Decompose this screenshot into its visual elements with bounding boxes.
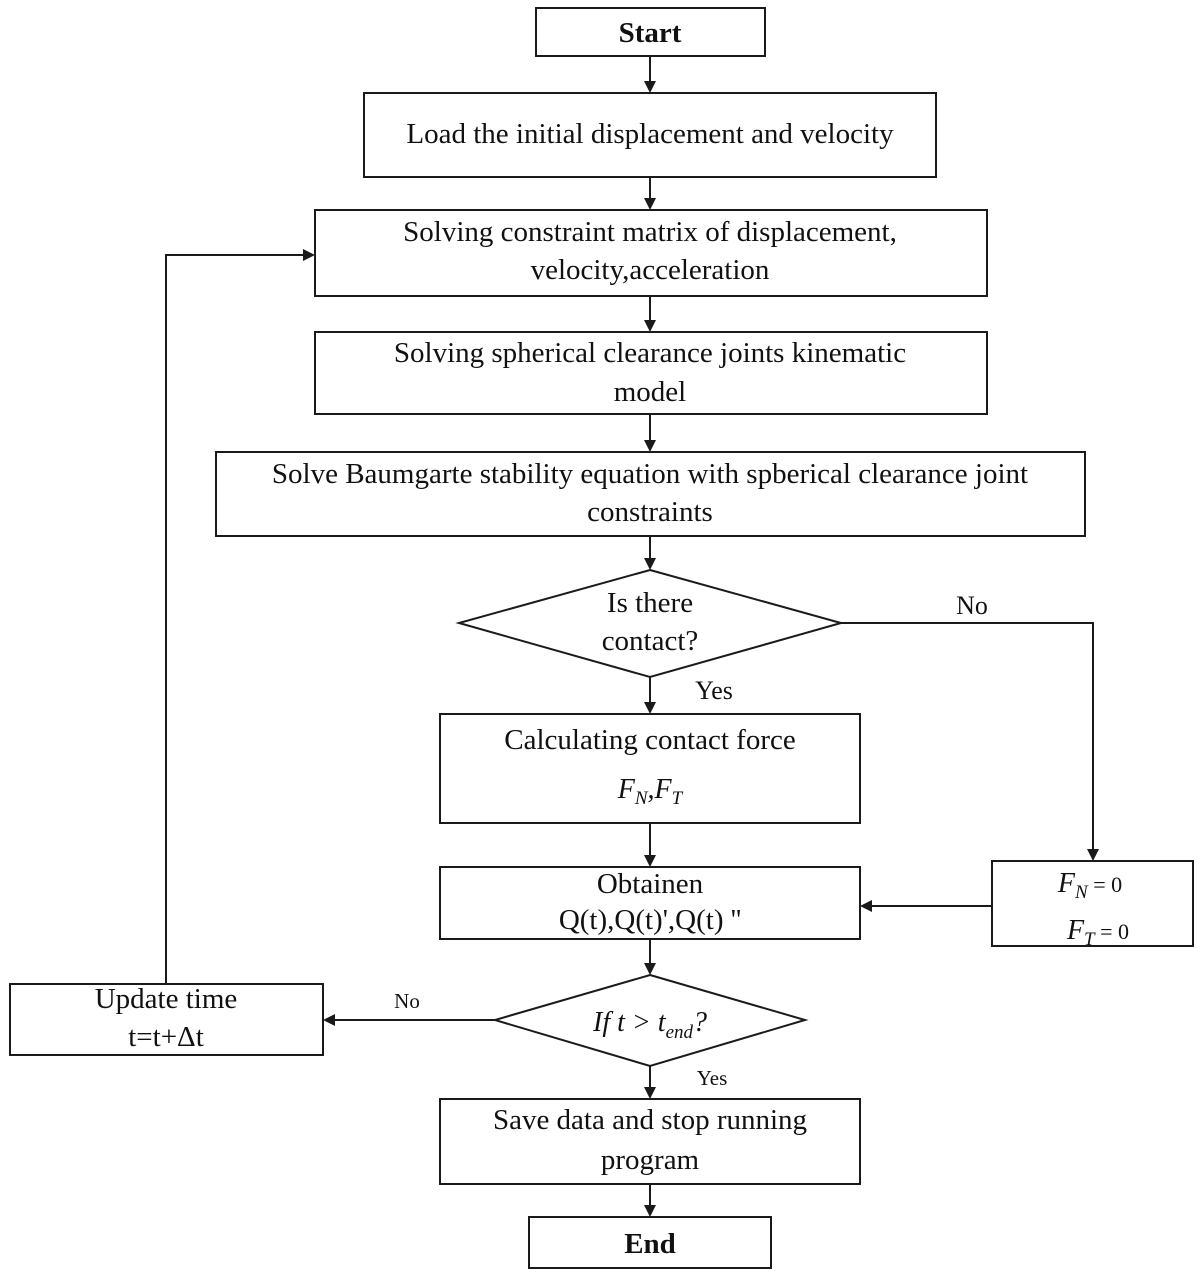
calc-force-formula: FN,FT [617,774,684,809]
solve-kinematic-line1: Solving spherical clearance joints kinem… [394,337,906,369]
contact-decision-line1: Is there [607,587,693,619]
time-decision: If t > tend? [491,973,809,1068]
zero-force-node: FN = 0 FT = 0 [991,860,1194,950]
save-node: Save data and stop running program [439,1098,861,1185]
solve-constraint-line1: Solving constraint matrix of displacemen… [403,216,897,248]
update-time-line1: Update time [95,983,238,1015]
obtain-line1: Obtainen [597,868,704,900]
time-yes-label: Yes [697,1066,728,1090]
contact-yes-label: Yes [695,676,733,705]
edge-contact-no [841,622,1099,861]
obtain-line2: Q(t),Q(t)',Q(t) '' [559,904,741,936]
solve-kinematic-node: Solving spherical clearance joints kinem… [314,331,988,415]
calc-force-node: Calculating contact force FN,FT [439,713,861,824]
time-no-label: No [394,989,420,1013]
load-label: Load the initial displacement and veloci… [406,118,894,150]
fn-zero-label: FN = 0 [1057,868,1122,903]
baumgarte-line1: Solve Baumgarte stability equation with … [272,458,1028,490]
update-time-node: Update time t=t+Δt [9,983,324,1056]
baumgarte-node: Solve Baumgarte stability equation with … [215,451,1086,537]
solve-constraint-line2: velocity,acceleration [531,254,770,286]
start-label: Start [619,17,682,49]
contact-decision: Is there contact? [455,568,845,679]
end-node: End [528,1216,772,1269]
calc-force-label: Calculating contact force [504,724,795,756]
time-decision-label: If t > tend? [592,1007,707,1043]
start-node: Start [535,7,766,57]
contact-decision-line2: contact? [602,625,699,657]
solve-kinematic-line2: model [614,376,687,408]
obtain-node: Obtainen Q(t),Q(t)',Q(t) '' [439,866,861,940]
ft-zero-label: FT = 0 [1066,915,1129,950]
save-line1: Save data and stop running [493,1104,807,1136]
baumgarte-line2: constraints [587,496,713,528]
save-line2: program [601,1144,700,1176]
update-time-line2: t=t+Δt [128,1021,204,1053]
load-node: Load the initial displacement and veloci… [363,92,937,178]
edge-loop-back [165,249,315,984]
solve-constraint-node: Solving constraint matrix of displacemen… [314,209,988,297]
contact-no-label: No [956,591,988,620]
end-label: End [624,1228,676,1260]
